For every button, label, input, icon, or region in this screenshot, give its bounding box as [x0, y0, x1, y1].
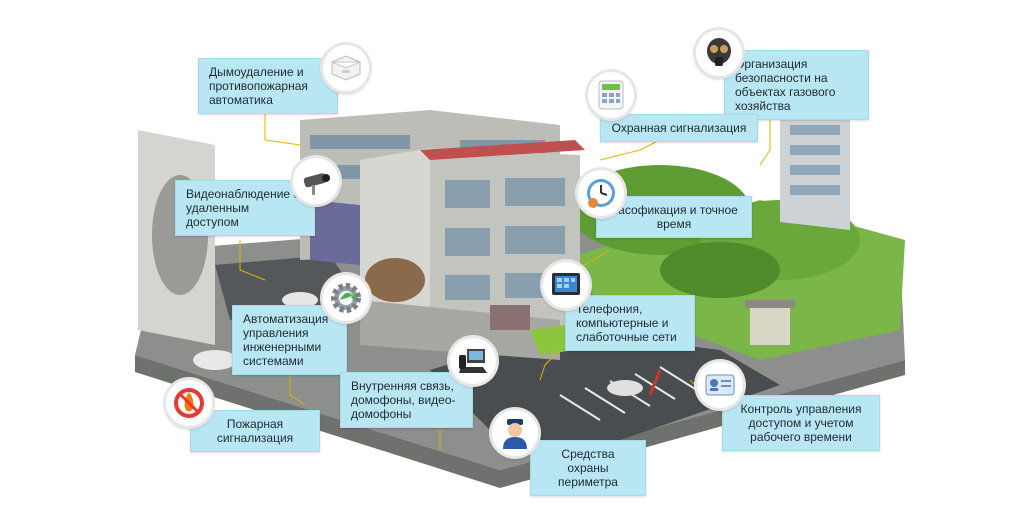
- label-gas-safety-text: Организация безопасности на объектах газ…: [735, 57, 836, 113]
- main-tower-windows: [445, 178, 565, 300]
- label-security-alarm: Охранная сигнализация: [600, 114, 758, 142]
- label-fire-alarm: Пожарная сигнализация: [190, 410, 320, 452]
- car-left: [193, 350, 237, 370]
- id-card-icon: [697, 362, 743, 408]
- label-perimeter-security: Средства охраны периметра: [530, 440, 646, 496]
- label-engineering-automation: Автоматизация управления инженерными сис…: [232, 305, 347, 375]
- car-road: [282, 292, 318, 308]
- label-fire-alarm-text: Пожарная сигнализация: [216, 417, 294, 445]
- trees-front: [660, 242, 780, 298]
- label-telephony-networks-text: Телефония, компьютерные и слаботочные се…: [576, 302, 677, 344]
- garage-door: [490, 305, 530, 330]
- label-telephony-networks: Телефония, компьютерные и слаботочные се…: [565, 295, 695, 351]
- label-engineering-automation-text: Автоматизация управления инженерными сис…: [243, 312, 329, 368]
- roof-railing: [420, 140, 585, 160]
- clock-icon: [578, 170, 624, 216]
- label-intercom-text: Внутренняя связь, домофоны, видео-домофо…: [351, 379, 456, 421]
- connector-tele: [539, 349, 561, 381]
- connector-alarm: [599, 139, 661, 161]
- label-perimeter-security-text: Средства охраны периметра: [558, 447, 618, 489]
- gear-icon: [323, 275, 369, 321]
- connector-video: [239, 240, 266, 281]
- cctv-camera-icon: [293, 158, 339, 204]
- label-access-control-text: Контроль управления доступом и учетом ра…: [740, 402, 862, 444]
- touch-panel-icon: [543, 262, 589, 308]
- label-time-sync: Часофикация и точное время: [596, 196, 752, 238]
- label-smoke-removal-text: Дымоудаление и противопожарная автоматик…: [209, 65, 308, 107]
- label-security-alarm-text: Охранная сигнализация: [611, 121, 747, 135]
- lobby-cutout: [365, 258, 425, 302]
- parking-barrier: [648, 369, 662, 396]
- guard-booth: [750, 305, 790, 345]
- connector-smoke: [264, 110, 301, 146]
- connector-gas: [759, 110, 771, 166]
- gas-mask-icon: [696, 30, 742, 76]
- purple-annex: [310, 200, 360, 265]
- label-intercom: Внутренняя связь, домофоны, видео-домофо…: [340, 372, 473, 428]
- security-guard-icon: [492, 410, 538, 456]
- smoke-detector-icon: [323, 45, 369, 91]
- label-video-surveillance-text: Видеонаблюдение с удаленным доступом: [186, 187, 300, 229]
- alarm-keypad-icon: [588, 72, 634, 118]
- car-lot: [607, 380, 643, 396]
- label-smoke-removal: Дымоудаление и противопожарная автоматик…: [198, 58, 338, 114]
- label-time-sync-text: Часофикация и точное время: [610, 203, 738, 231]
- label-access-control: Контроль управления доступом и учетом ра…: [722, 395, 880, 451]
- ip-phone-icon: [450, 338, 496, 384]
- connector-auto: [289, 370, 306, 406]
- fire-icon: [166, 380, 212, 426]
- label-gas-safety: Организация безопасности на объектах газ…: [724, 50, 869, 120]
- label-video-surveillance: Видеонаблюдение с удаленным доступом: [175, 180, 315, 236]
- guard-booth-roof: [745, 300, 795, 308]
- right-tower-windows: [790, 125, 840, 195]
